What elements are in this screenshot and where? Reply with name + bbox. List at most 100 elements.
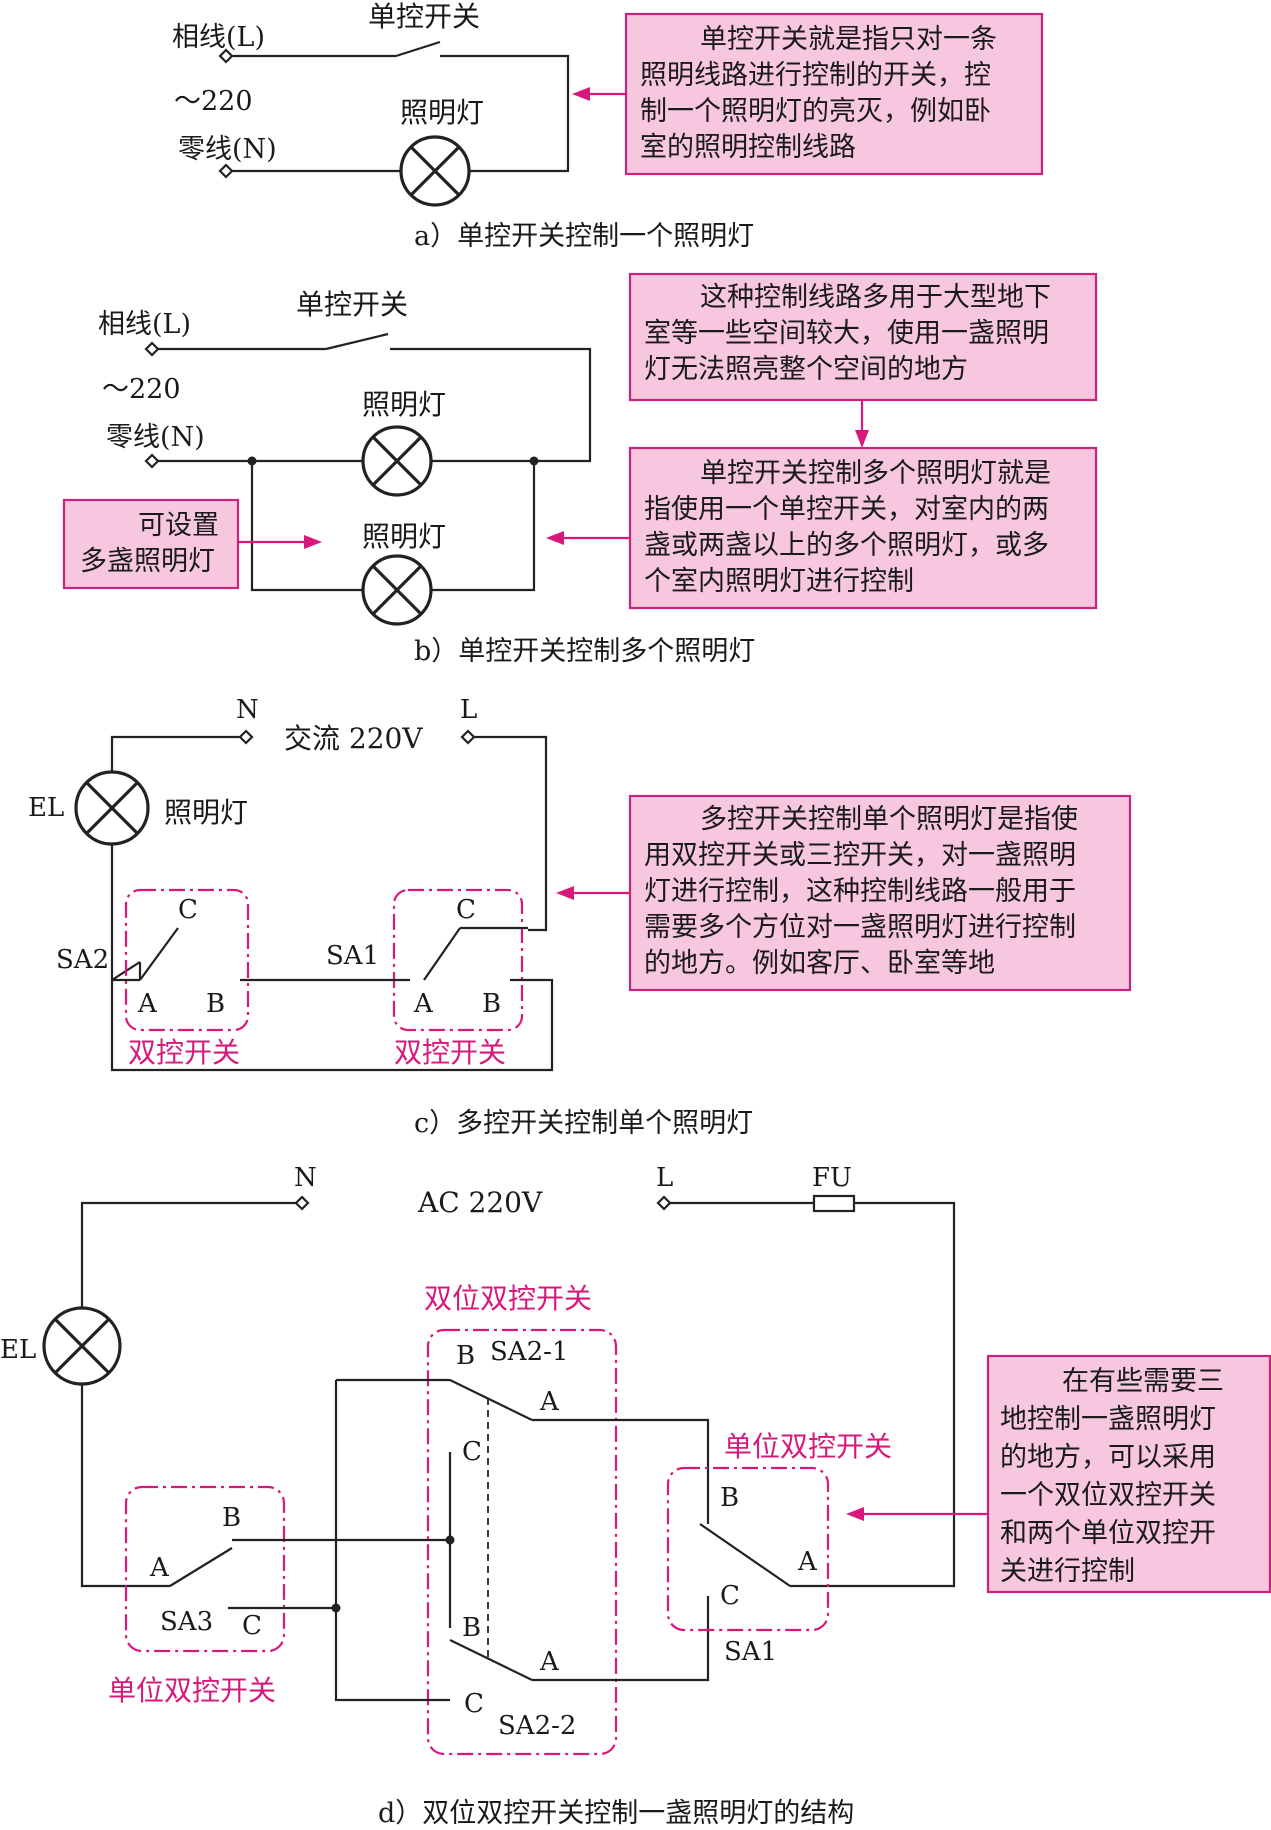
side-note-line: 多盏照明灯 [80,546,215,577]
wire [80,1201,296,1310]
phase-label: L [656,1163,673,1193]
phase-terminal [656,1195,672,1211]
wire [80,1384,170,1588]
wire [250,461,362,592]
wire [440,54,570,173]
neutral-terminal [144,453,160,469]
note-box [628,272,1098,402]
lamp-label: 照明灯 [164,796,248,829]
terminal-label: C [456,895,476,925]
terminal-label: B [456,1341,475,1371]
wire [532,1418,710,1500]
switch-outline [124,888,250,1032]
switch-tag: SA2-2 [498,1711,576,1741]
switch-blade [395,40,441,58]
note-line: 单控开关就是指只对一条 [700,24,997,55]
wire [532,1620,710,1682]
panel-a: 相线(L) ～220 零线(N) 单控开关 照明灯 单控开关就是指只对一条 照明… [172,0,1044,252]
lamp-label: 照明灯 [362,520,446,553]
note-line: 一个双位双控开关 [1000,1480,1216,1511]
terminal-label: A [797,1547,818,1577]
junction-dot [331,1603,341,1613]
switch-outline [124,1485,286,1653]
terminal-label: B [482,989,501,1019]
lamp-icon [399,135,471,207]
voltage-label: ～220 [174,86,253,117]
wire [474,735,548,932]
voltage-label: ～220 [102,374,181,405]
lamp-label: 照明灯 [400,96,484,129]
lamp-label: 照明灯 [362,388,446,421]
phase-terminal [218,48,234,64]
note-line: 灯无法照亮整个空间的地方 [644,354,968,385]
note-box [628,794,1132,992]
panel-c: N L 交流 220V EL 照明灯 SA2 C A B 双控开关 SA1 C … [28,695,1132,1139]
phase-terminal [144,341,160,357]
switch-outline [392,888,524,1032]
switch-blade [449,1639,533,1681]
terminal-label: B [462,1613,481,1643]
lamp-icon [361,425,433,497]
wire [390,347,592,463]
switch-tag: SA2 [56,945,109,975]
switch-tag: SA1 [724,1637,777,1667]
note-line: 灯进行控制，这种控制线路一般用于 [644,876,1076,907]
wire [110,735,240,772]
lamp-icon [361,554,433,626]
note-line: 盏或两盏以上的多个照明灯，或多 [644,530,1049,561]
wire [800,1201,956,1588]
wire [334,1380,450,1702]
note-line: 个室内照明灯进行控制 [644,566,914,597]
wire [432,461,536,592]
neutral-label: N [294,1163,317,1193]
lamp-tag: EL [0,1335,36,1365]
phase-label: 相线(L) [98,309,191,340]
neutral-label: N [236,695,259,725]
terminal-label: B [720,1483,739,1513]
note-line: 室等一些空间较大，使用一盏照明 [644,318,1049,349]
switch-blade [325,332,389,351]
phase-terminal [460,729,476,745]
terminal-label: C [242,1611,262,1641]
arrow-head [546,531,564,545]
panel-d: N L AC 220V FU EL B A SA3 C 单位双控开关 双位双控开… [0,1163,1271,1829]
neutral-terminal [238,729,254,745]
phase-label: 相线(L) [172,22,265,53]
side-note-box [62,498,240,590]
junction-dot [529,456,539,466]
note-line: 关进行控制 [1000,1556,1135,1587]
fuse-label: FU [812,1163,852,1193]
note-line: 这种控制线路多用于大型地下 [700,282,1051,313]
switch-outline [426,1328,618,1756]
junction-dot [445,1535,455,1545]
note-line: 照明线路进行控制的开关，控 [640,60,991,91]
switch-tag: SA1 [326,941,379,971]
arrow-head [572,87,590,101]
fuse-icon [812,1194,856,1213]
terminal-label: C [464,1689,484,1719]
terminal-label: A [137,989,158,1019]
note-line: 室的照明控制线路 [640,132,856,163]
junction-dot [247,456,257,466]
terminal-label: B [222,1503,241,1533]
lamp-icon [42,1306,122,1386]
switch-tag: SA2-1 [490,1337,568,1367]
terminal-label: C [462,1437,482,1467]
caption: b）单控开关控制多个照明灯 [414,636,755,667]
switch-label: 单控开关 [296,288,408,321]
caption: c）多控开关控制单个照明灯 [414,1108,753,1139]
note-line: 在有些需要三 [1062,1366,1224,1397]
arrow-head [855,430,869,448]
switch-outline [666,1466,830,1632]
terminal-label: A [149,1553,170,1583]
note-line: 用双控开关或三控开关，对一盏照明 [644,840,1076,871]
note-box [986,1354,1271,1594]
lamp-icon [74,770,150,846]
terminal-label: C [720,1581,740,1611]
switch-label: 单控开关 [368,0,480,33]
switch-type-label: 双位双控开关 [424,1282,592,1315]
neutral-terminal [294,1195,310,1211]
arrow-head [304,535,322,549]
arrow-head [556,886,574,900]
